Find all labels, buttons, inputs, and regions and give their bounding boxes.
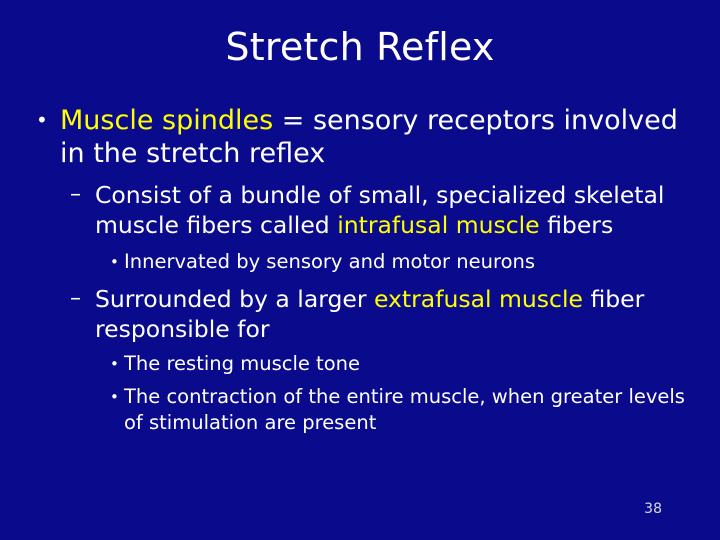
bullet-text-plain-tail: fibers	[539, 211, 614, 239]
bullet-level3-contraction-entire-muscle: • The contraction of the entire muscle, …	[0, 384, 720, 436]
bullet-marker-dot-icon: •	[110, 388, 119, 406]
bullet-text: Muscle spindles = sensory receptors invo…	[60, 104, 690, 170]
bullet-text: Consist of a bundle of small, specialize…	[95, 180, 692, 240]
bullet-text-plain-tail: fiber responsible for	[95, 285, 645, 343]
page-title: Stretch Reflex	[225, 25, 495, 69]
slide-body: • Muscle spindles = sensory receptors in…	[0, 104, 720, 438]
bullet-level3-resting-muscle-tone: • The resting muscle tone	[0, 351, 720, 377]
bullet-level2-consist-of-bundle: – Consist of a bundle of small, speciali…	[0, 180, 720, 240]
highlight-term-extrafusal-muscle: extrafusal muscle	[373, 285, 583, 313]
bullet-text-plain: Consist of a bundle of small, specialize…	[95, 181, 665, 239]
bullet-text: Surrounded by a larger extrafusal muscle…	[95, 284, 692, 344]
bullet-text: Innervated by sensory and motor neurons	[124, 250, 536, 273]
bullet-marker-dash-icon: –	[70, 182, 81, 207]
highlight-term-intrafusal-muscle: intrafusal muscle	[337, 211, 540, 239]
highlight-term-muscle-spindles: Muscle spindles	[60, 105, 274, 136]
bullet-level1-muscle-spindles: • Muscle spindles = sensory receptors in…	[0, 104, 720, 170]
bullet-level2-surrounded-by: – Surrounded by a larger extrafusal musc…	[0, 284, 720, 344]
bullet-text-plain: = sensory receptors involved in the stre…	[60, 105, 678, 169]
bullet-text-plain: Surrounded by a larger	[95, 285, 374, 313]
slide-page-number: 38	[644, 501, 662, 517]
bullet-text: The resting muscle tone	[124, 352, 360, 375]
bullet-marker-dot-icon: •	[36, 108, 48, 132]
bullet-level3-innervated: • Innervated by sensory and motor neuron…	[0, 249, 720, 275]
bullet-marker-dot-icon: •	[110, 355, 119, 373]
bullet-text: The contraction of the entire muscle, wh…	[124, 385, 685, 434]
bullet-marker-dash-icon: –	[70, 286, 81, 311]
bullet-marker-dot-icon: •	[110, 253, 119, 271]
